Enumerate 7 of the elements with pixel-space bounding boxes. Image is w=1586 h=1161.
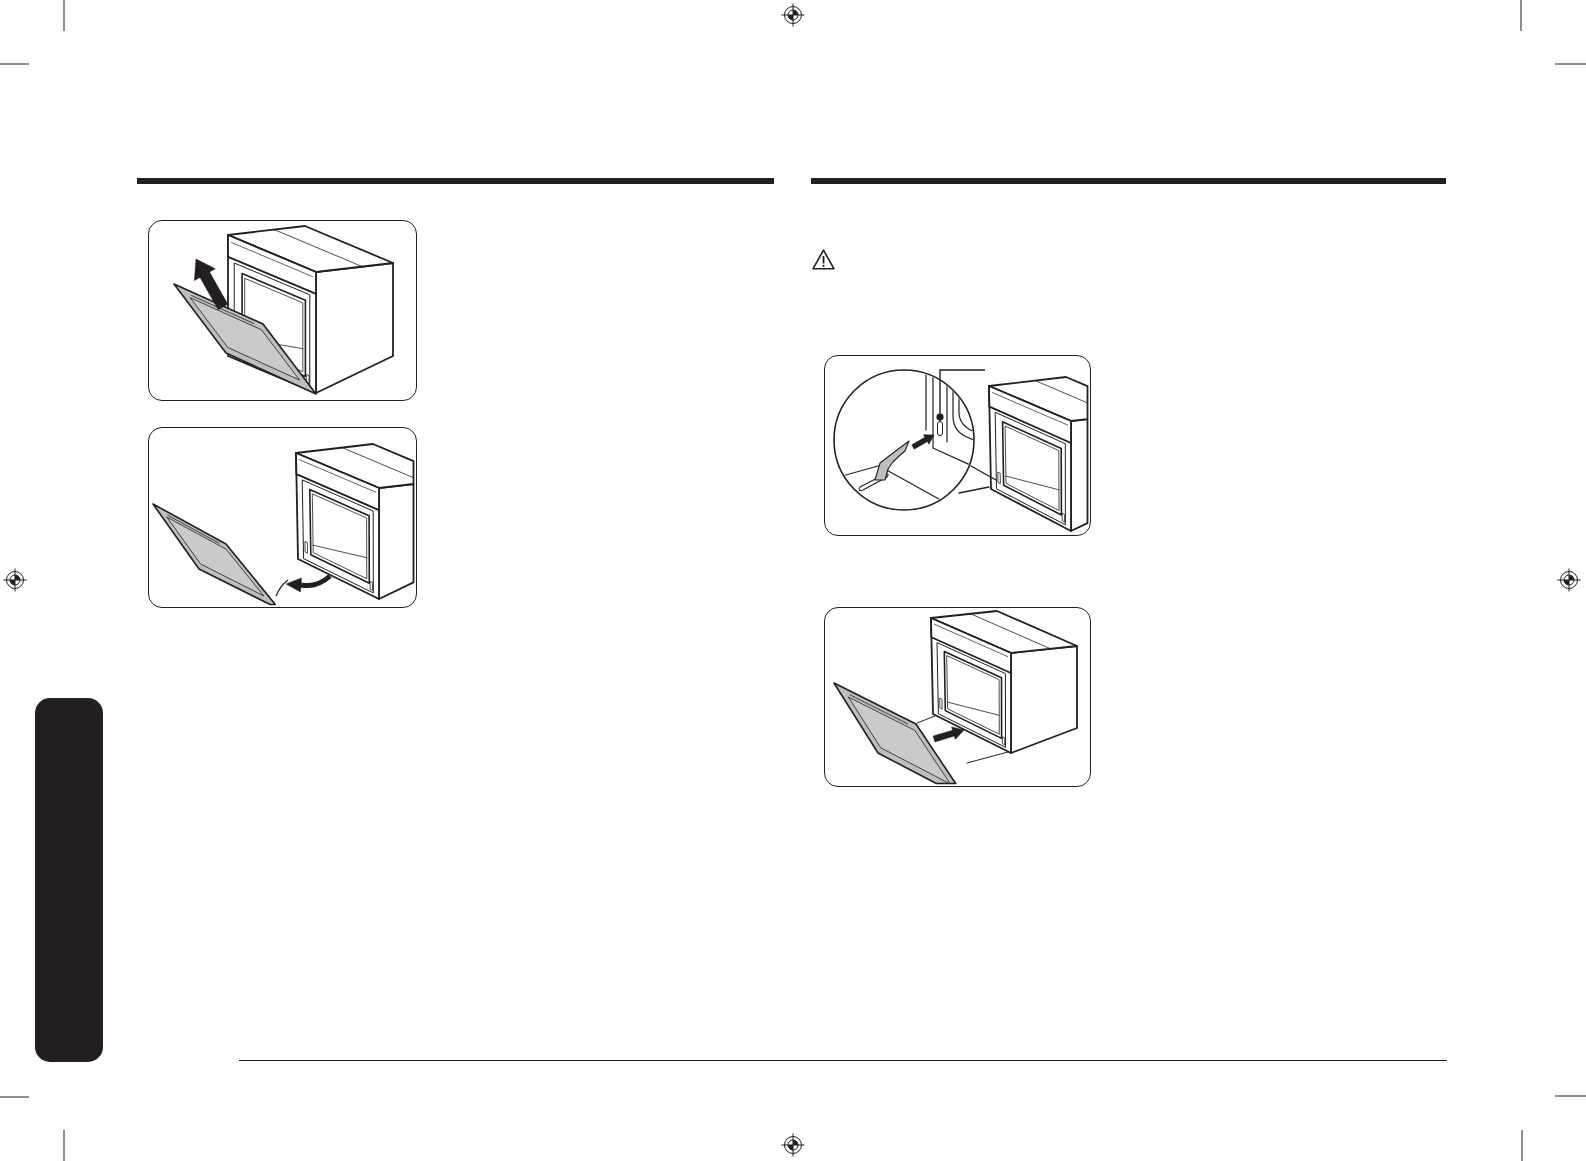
leader-line <box>936 369 986 422</box>
hinge-slot <box>937 421 943 436</box>
illustration-panel <box>148 220 417 401</box>
illustration-panel <box>824 607 1091 787</box>
side-tab <box>35 698 103 1062</box>
illustration-panel <box>148 427 417 608</box>
illustration-panel <box>824 355 1091 536</box>
